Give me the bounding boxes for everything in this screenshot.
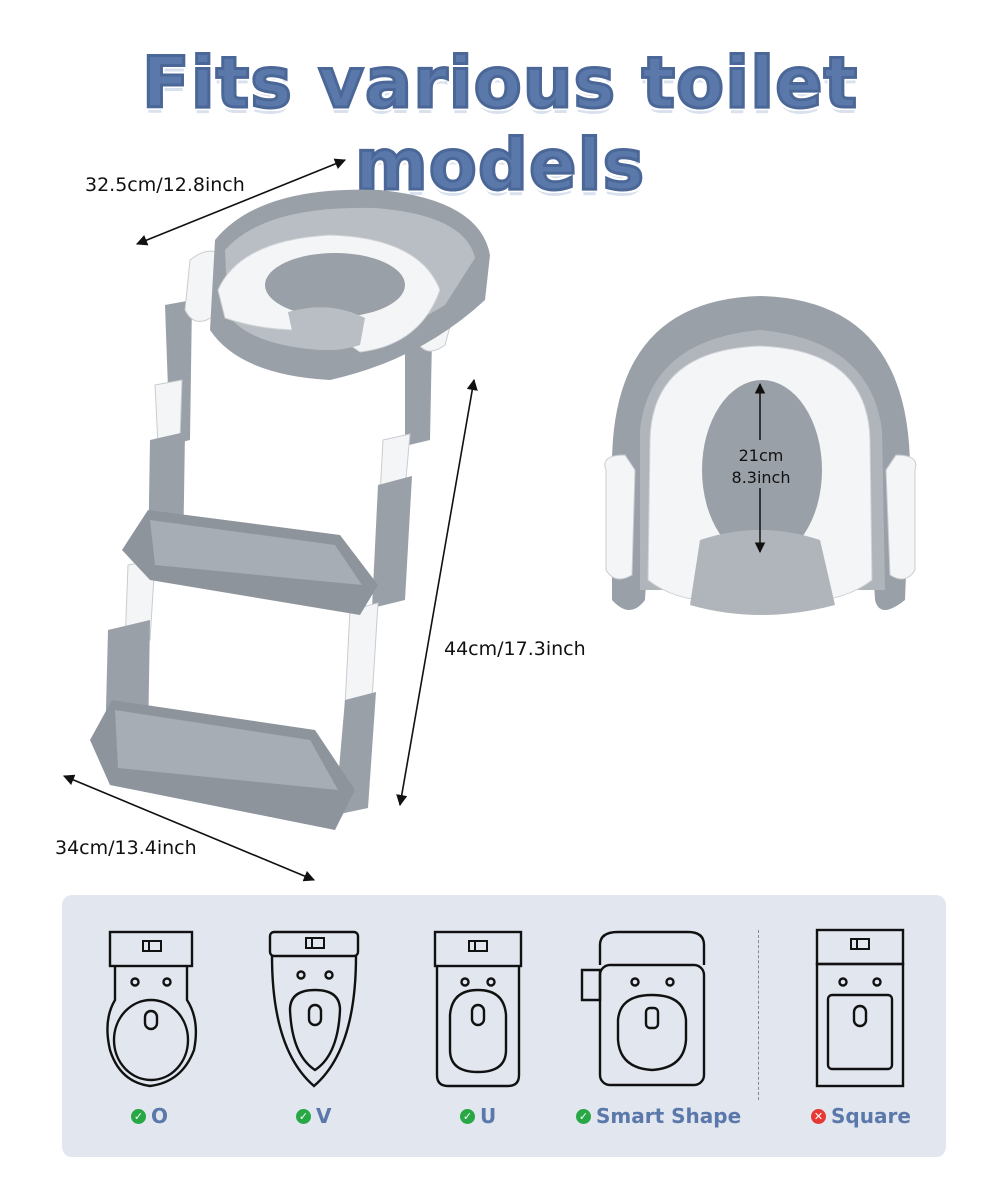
- panel-divider: [758, 930, 759, 1100]
- check-icon: ✓: [131, 1108, 146, 1124]
- toilet-o-shape-icon: [106, 930, 198, 1088]
- depth-arrow: [62, 774, 316, 882]
- compatibility-panel: [62, 895, 946, 1157]
- cross-icon: ✕: [811, 1108, 826, 1124]
- page-title: Fits various toilet models: [140, 41, 859, 208]
- opening-inch-label: 8.3inch: [731, 468, 791, 487]
- toilet-u-shape-icon: [433, 930, 523, 1088]
- width-arrow: [135, 158, 347, 246]
- shape-label-v: ✓ V: [296, 1104, 331, 1128]
- check-icon: ✓: [296, 1108, 311, 1124]
- shape-label-square: ✕ Square: [811, 1104, 911, 1128]
- step-stool-image: [90, 189, 490, 830]
- toilet-smart-shape-icon: [580, 930, 706, 1087]
- seat-top-view-image: [604, 296, 917, 615]
- height-dimension-label: 44cm/17.3inch: [444, 638, 586, 660]
- width-dimension-label: 32.5cm/12.8inch: [85, 174, 245, 196]
- shape-label-o: ✓ O: [131, 1104, 168, 1128]
- check-icon: ✓: [460, 1108, 475, 1124]
- toilet-v-shape-icon: [268, 930, 360, 1088]
- opening-dimension-label: 21cm 8.3inch: [722, 445, 800, 489]
- depth-dimension-label: 34cm/13.4inch: [55, 837, 197, 859]
- shape-label-smart-shape: ✓ Smart Shape: [576, 1104, 741, 1128]
- opening-cm-label: 21cm: [738, 446, 784, 465]
- shape-label-u: ✓ U: [460, 1104, 496, 1128]
- height-arrow: [396, 378, 478, 807]
- toilet-square-shape-icon: [815, 928, 905, 1088]
- check-icon: ✓: [576, 1108, 591, 1124]
